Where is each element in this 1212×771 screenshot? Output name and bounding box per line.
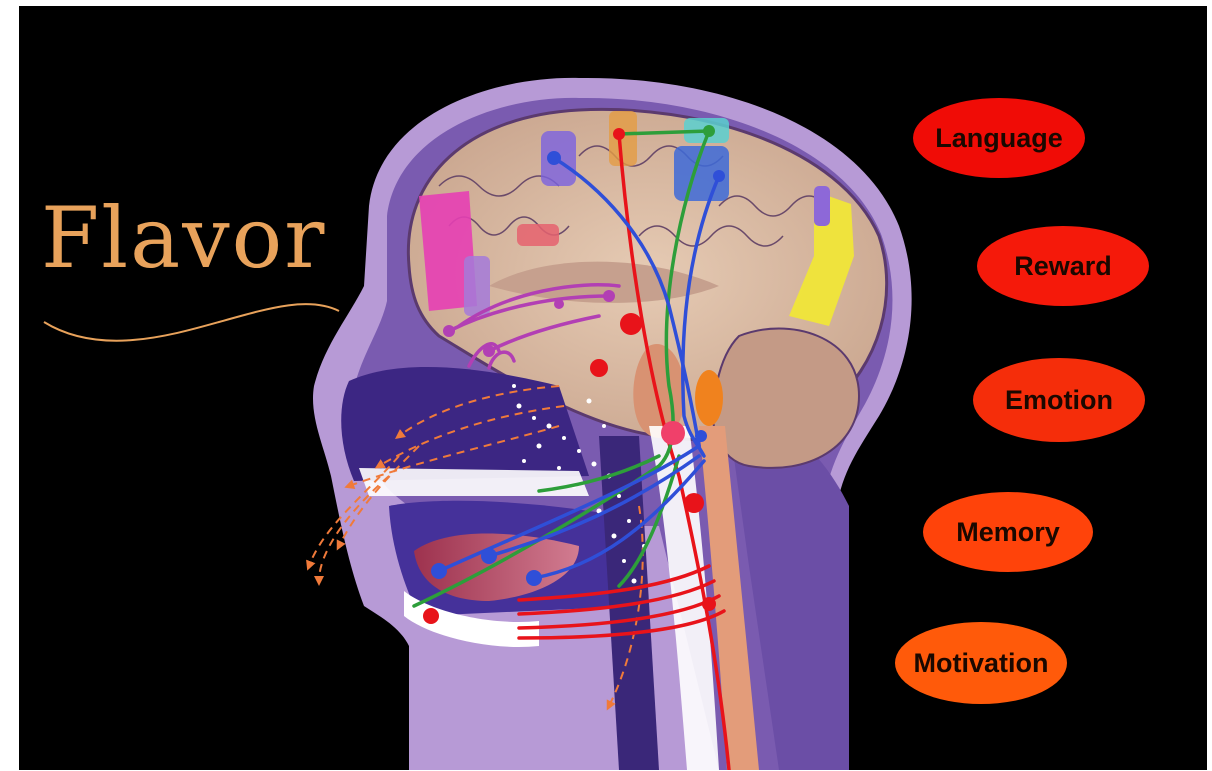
reward-label: Reward [977,226,1149,306]
memory-label: Memory [923,492,1093,572]
emotion-label: Emotion [973,358,1145,442]
motivation-label: Motivation [895,622,1067,704]
dark-canvas: Flavor Language Reward Emotion Memory Mo… [19,6,1207,770]
title-swash [44,304,339,341]
flavor-title: Flavor [41,196,381,280]
language-label: Language [913,98,1085,178]
